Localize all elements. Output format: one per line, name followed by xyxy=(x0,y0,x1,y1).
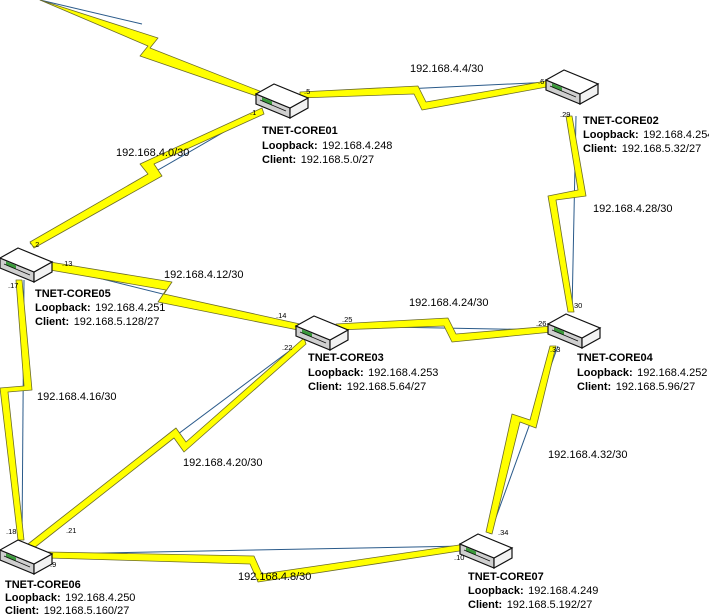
client-line: Client: 192.168.5.128/27 xyxy=(35,312,159,329)
port-label: .18 xyxy=(6,527,16,536)
router-icon-core06[interactable] xyxy=(0,539,53,575)
router-info-core02: TNET-CORE02 Loopback: 192.168.4.254 Clie… xyxy=(583,115,709,156)
router-info-core03: TNET-CORE03 Loopback: 192.168.4.253 Clie… xyxy=(308,352,438,394)
link-core01-core02 xyxy=(299,79,553,111)
router-icon-core05[interactable] xyxy=(0,247,53,283)
subnet-label: 192.168.4.16/30 xyxy=(37,391,117,403)
port-label: .21 xyxy=(66,526,76,535)
port-label: .26 xyxy=(536,319,546,328)
port-label: .10 xyxy=(454,553,464,562)
router-info-core01: TNET-CORE01 Loopback: 192.168.4.248 Clie… xyxy=(262,125,392,167)
host-name: TNET-CORE07 xyxy=(468,571,544,583)
client-line: Client: 192.168.5.32/27 xyxy=(583,139,701,156)
port-label: .22 xyxy=(282,343,292,352)
host-name: TNET-CORE03 xyxy=(308,352,384,364)
port-label: .2 xyxy=(33,240,39,249)
host-name: TNET-CORE04 xyxy=(577,352,654,364)
link-core05-core06 xyxy=(0,279,33,541)
subnet-label: 192.168.4.32/30 xyxy=(548,449,628,461)
port-label: .29 xyxy=(560,110,570,119)
router-info-core04: TNET-CORE04 Loopback: 192.168.4.252 Clie… xyxy=(577,352,707,394)
router-icon-core07[interactable] xyxy=(459,533,513,569)
port-label: .25 xyxy=(342,315,352,324)
link-core03-core04 xyxy=(335,317,553,343)
upstream-link xyxy=(39,0,269,101)
client-line: Client: 192.168.5.64/27 xyxy=(308,377,426,394)
subnet-label: 192.168.4.28/30 xyxy=(593,203,673,215)
router-icon-core04[interactable] xyxy=(547,313,601,349)
subnet-label: 192.168.4.0/30 xyxy=(116,147,189,159)
port-label: .14 xyxy=(276,311,286,320)
host-name: TNET-CORE06 xyxy=(5,579,81,591)
port-label: 30 xyxy=(574,301,582,310)
port-label: .13 xyxy=(62,259,72,268)
loopback-line: Loopback: 192.168.4.251 xyxy=(35,298,165,315)
link-core06-core03 xyxy=(27,337,307,549)
host-name: TNET-CORE02 xyxy=(583,115,659,127)
link-core02-core04 xyxy=(547,115,587,313)
link-core05-core01 xyxy=(29,107,265,249)
port-label: .6 xyxy=(538,77,544,86)
subnet-label: 192.168.4.4/30 xyxy=(410,63,483,75)
link-core04-core07 xyxy=(485,345,559,535)
router-info-core05: TNET-CORE05 Loopback: 192.168.4.251 Clie… xyxy=(35,288,165,329)
port-label: .33 xyxy=(550,345,560,354)
loopback-line: Loopback: 192.168.4.252 xyxy=(577,363,707,380)
loopback-line: Loopback: 192.168.4.249 xyxy=(468,581,598,598)
port-label: .34 xyxy=(498,528,508,537)
loopback-line: Loopback: 192.168.4.248 xyxy=(262,136,392,153)
port-label: .1 xyxy=(250,108,256,117)
client-line: Client: 192.168.5.96/27 xyxy=(577,377,695,394)
subnet-label: 192.168.4.8/30 xyxy=(238,571,311,583)
host-name: TNET-CORE05 xyxy=(35,288,111,300)
client-line: Client: 192.168.5.160/27 xyxy=(5,601,129,616)
client-line: Client: 192.168.5.192/27 xyxy=(468,595,592,612)
host-name: TNET-CORE01 xyxy=(262,125,338,137)
subnet-label: 192.168.4.20/30 xyxy=(183,457,263,469)
loopback-line: Loopback: 192.168.4.250 xyxy=(5,588,135,605)
router-info-core07: TNET-CORE07 Loopback: 192.168.4.249 Clie… xyxy=(468,571,598,612)
router-icon-core02[interactable] xyxy=(545,69,599,105)
subnet-label: 192.168.4.24/30 xyxy=(409,297,489,309)
loopback-line: Loopback: 192.168.4.253 xyxy=(308,363,438,380)
client-line: Client: 192.168.5.0/27 xyxy=(262,150,374,167)
subnet-label: 192.168.4.12/30 xyxy=(164,269,244,281)
router-info-core06: TNET-CORE06 Loopback: 192.168.4.250 Clie… xyxy=(5,579,135,616)
port-label: .5 xyxy=(304,87,310,96)
port-label: .9 xyxy=(50,560,56,569)
loopback-line: Loopback: 192.168.4.254 xyxy=(583,125,709,142)
port-label: .17 xyxy=(8,281,18,290)
